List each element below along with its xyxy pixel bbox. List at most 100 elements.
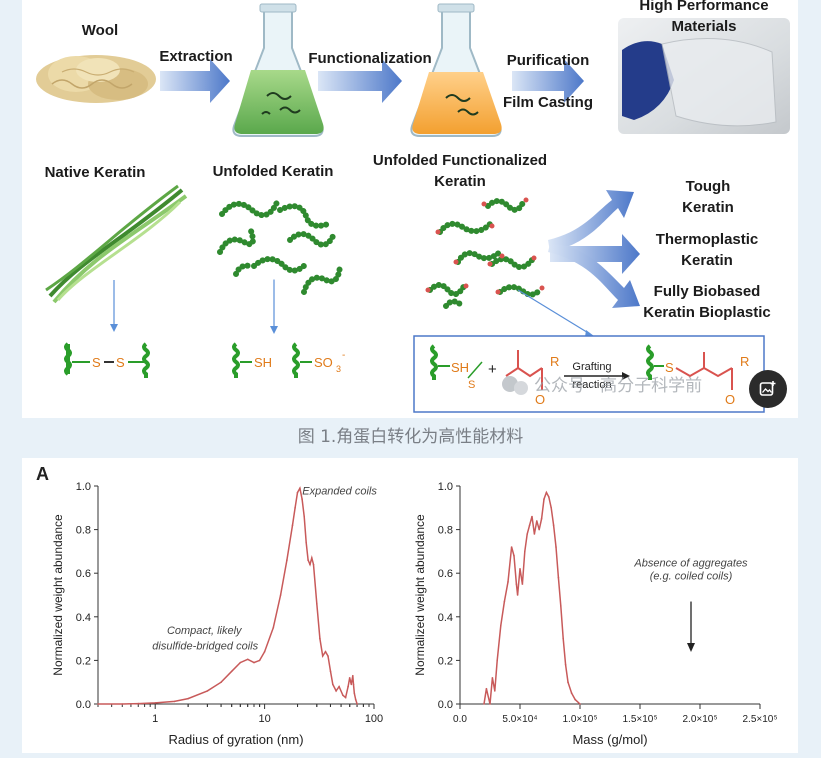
sulfur-2-label: S: [116, 355, 125, 370]
y-tick-label: 0.4: [438, 612, 453, 624]
data-point: [350, 683, 353, 686]
y-tick-label: 1.0: [76, 481, 91, 493]
extraction-label: Extraction: [159, 48, 233, 65]
unfolded-keratin-label: Unfolded Keratin: [212, 163, 334, 180]
data-point: [294, 507, 296, 509]
data-point: [356, 703, 358, 705]
data-point: [253, 661, 255, 664]
data-point: [503, 600, 506, 603]
thermoplastic-keratin-label: Thermoplastic Keratin: [655, 231, 759, 269]
data-point: [230, 670, 233, 673]
data-point: [533, 533, 536, 535]
unfolded-functionalized-label: Unfolded Functionalized Keratin: [372, 152, 548, 190]
data-point: [220, 681, 222, 683]
x-axis-label: Mass (g/mol): [572, 732, 647, 747]
data-point: [137, 702, 140, 705]
arrowhead-icon: [687, 642, 695, 652]
data-point: [347, 685, 349, 688]
series-line: [483, 490, 581, 705]
reactant-s-label: S: [468, 379, 475, 391]
green-flask-image: [232, 3, 324, 137]
data-point: [303, 515, 306, 518]
y-tick-label: 0.0: [438, 699, 453, 711]
data-point: [485, 687, 488, 690]
data-point: [307, 559, 309, 561]
data-point: [272, 626, 275, 629]
y-axis-label: Normalized weight abundance: [413, 514, 427, 676]
y-tick-label: 0.6: [76, 568, 91, 580]
reactant-o-label: O: [535, 392, 545, 407]
wool-image: [36, 55, 156, 103]
data-point: [507, 581, 509, 583]
data-point: [531, 515, 533, 518]
data-point: [496, 659, 499, 662]
zoom-line: [517, 289, 591, 335]
data-point: [557, 576, 560, 579]
thiol-sulfonate-structure-image: SH SO 3 -: [232, 342, 345, 378]
reactant-thiol-label: SH: [451, 360, 469, 375]
x-tick-label: 10: [258, 713, 270, 725]
data-point: [538, 528, 540, 531]
sulfonate-label: SO: [314, 355, 333, 370]
data-point: [324, 650, 327, 653]
biobased-bioplastic-label: Fully Biobased Keratin Bioplastic: [643, 283, 771, 321]
grafting-label: Grafting: [572, 361, 611, 373]
y-tick-label: 0.2: [76, 655, 91, 667]
functionalized-keratin-image: [427, 197, 543, 309]
figure-1-graphic: S S SH SO 3 -: [36, 3, 790, 413]
y-tick-label: 1.0: [438, 481, 453, 493]
data-point: [519, 568, 521, 570]
x-tick-label: 0.0: [453, 714, 467, 725]
unfolded-keratin-image: [217, 197, 343, 331]
x-axis-label: Radius of gyration (nm): [168, 732, 303, 747]
grafting-reaction-box: SH S + R O Grafting reaction S R O: [413, 335, 765, 413]
data-point: [567, 681, 569, 683]
figure-1-panel: S S SH SO 3 -: [22, 0, 798, 418]
x-tick-label: 1: [152, 713, 158, 725]
y-tick-label: 0.8: [76, 525, 91, 537]
annotation-text: Expanded coils: [302, 486, 377, 498]
data-point: [335, 690, 337, 692]
x-tick-label: 2.0×10⁵: [682, 714, 717, 725]
data-point: [510, 546, 513, 548]
data-point: [187, 697, 189, 700]
data-point: [263, 650, 266, 653]
annotation-text: Compact, likely: [167, 625, 243, 637]
data-point: [316, 602, 318, 605]
functional-group-dots-image: [425, 197, 545, 295]
watermark: 公众号 · 高分子科学前: [502, 376, 702, 395]
arrow-purification-icon: [512, 59, 584, 103]
wool-label: Wool: [81, 22, 119, 39]
sulfonate-subscript: 3: [336, 364, 341, 374]
data-point: [305, 541, 308, 544]
reaction-label: reaction: [572, 379, 611, 391]
data-point: [521, 583, 524, 585]
x-tick-label: 100: [365, 713, 383, 725]
image-add-icon: [759, 381, 776, 396]
data-point: [579, 703, 581, 705]
data-point: [279, 594, 282, 596]
thiol-label: SH: [254, 355, 272, 370]
film-photo-image: [618, 18, 790, 134]
y-tick-label: 0.8: [438, 525, 453, 537]
orange-flask-image: [410, 3, 502, 137]
data-point: [321, 655, 324, 657]
x-tick-label: 2.5×10⁵: [742, 714, 777, 725]
data-point: [121, 703, 124, 705]
data-point: [154, 702, 156, 704]
data-point: [301, 498, 303, 500]
data-point: [483, 703, 485, 705]
data-point: [327, 655, 329, 657]
image-overlay-button[interactable]: [749, 370, 787, 408]
data-point: [570, 692, 573, 694]
y-tick-label: 0.2: [438, 655, 453, 667]
data-point: [352, 674, 354, 677]
x-tick-label: 1.5×10⁵: [622, 714, 657, 725]
data-point: [311, 557, 313, 559]
data-point: [296, 491, 299, 494]
sulfonate-charge: -: [342, 350, 345, 361]
watermark-text: 公众号 · 高分子科学前: [534, 376, 702, 395]
data-point: [550, 507, 552, 509]
